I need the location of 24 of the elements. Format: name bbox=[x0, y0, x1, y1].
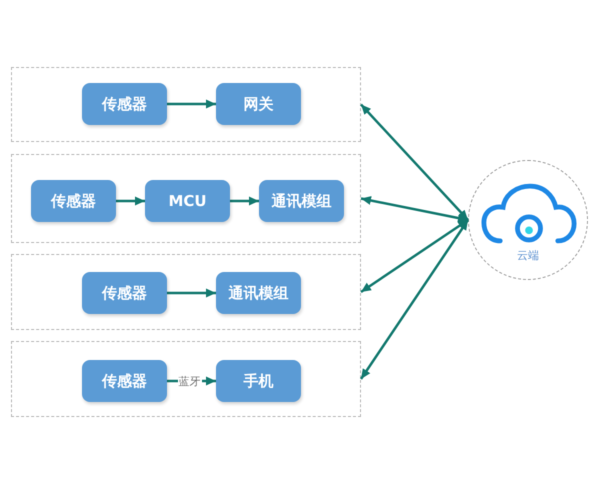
arrow bbox=[116, 196, 145, 206]
process-box: 通讯模组 bbox=[216, 272, 301, 314]
cloud-label: 云端 bbox=[516, 249, 540, 262]
process-box: 传感器 bbox=[31, 180, 116, 222]
process-box: 手机 bbox=[216, 360, 301, 402]
dashed-group-box bbox=[11, 67, 361, 142]
process-box: 传感器 bbox=[82, 272, 167, 314]
dashed-group-box bbox=[11, 254, 361, 330]
process-box: 通讯模组 bbox=[259, 180, 344, 222]
process-box: MCU bbox=[145, 180, 230, 222]
arrow bbox=[360, 218, 469, 294]
process-box: 网关 bbox=[216, 83, 301, 125]
arrow bbox=[360, 104, 469, 221]
dashed-circle bbox=[468, 160, 588, 280]
dashed-group-box bbox=[11, 341, 361, 417]
process-box: 传感器 bbox=[82, 83, 167, 125]
process-box: 传感器 bbox=[82, 360, 167, 402]
arrow bbox=[167, 288, 216, 298]
arrow bbox=[360, 219, 470, 380]
arrow bbox=[167, 100, 216, 108]
dashed-group-box bbox=[11, 154, 361, 243]
arrow bbox=[230, 196, 259, 206]
arrow bbox=[360, 196, 468, 222]
edge-label: 蓝牙 bbox=[178, 374, 202, 388]
